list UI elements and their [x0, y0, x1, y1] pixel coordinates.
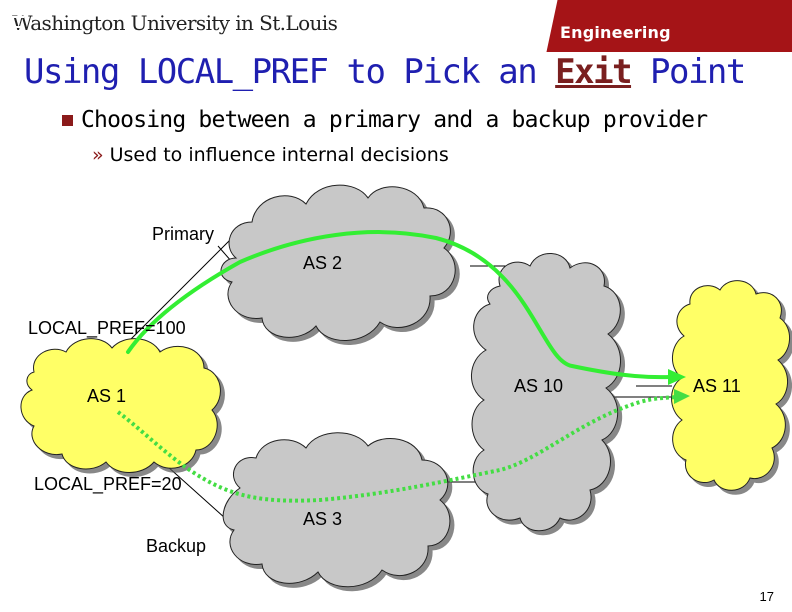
primary-label: Primary	[152, 224, 214, 244]
double-chevron-icon: »	[92, 144, 104, 166]
engineering-banner	[524, 0, 792, 52]
local-pref-20-label: LOCAL_PREF=20	[34, 474, 182, 494]
as2-label: AS 2	[303, 253, 343, 273]
as2-cloud	[220, 184, 456, 341]
backup-route-path	[116, 395, 677, 503]
local-pref-100-label: LOCAL_PREF=100	[28, 318, 186, 338]
sub-bullet: » Used to influence internal decisions	[92, 144, 449, 166]
title-end: Point	[631, 52, 746, 92]
as1-cloud	[20, 338, 221, 473]
page-number: 17	[759, 589, 774, 604]
university-name: Washington University in St.Louis	[12, 11, 338, 35]
backup-route-arrowhead	[674, 389, 690, 404]
as3-label: AS 3	[303, 509, 343, 529]
slide-title: Using LOCAL_PREF to Pick an Exit Point	[24, 52, 746, 92]
title-emphasis: Exit	[555, 52, 632, 92]
square-bullet-icon	[62, 114, 73, 126]
university-logo: Washington University in St.Louis	[8, 8, 338, 38]
as3-cloud	[222, 432, 451, 588]
header-banner: Washington University in St.Louis Engine…	[0, 0, 792, 52]
primary-route-path	[126, 230, 672, 380]
as11-cloud	[671, 280, 790, 491]
sub-bullet-text: Used to influence internal decisions	[109, 144, 449, 166]
as10-label: AS 10	[514, 376, 564, 396]
backup-label: Backup	[146, 536, 207, 556]
as10-cloud	[471, 253, 621, 532]
as1-as2-link	[119, 237, 233, 351]
title-start: Using LOCAL_PREF to Pick an	[24, 52, 556, 92]
main-bullet-text: Choosing between a primary and a backup …	[81, 107, 708, 133]
primary-route-arrowhead	[668, 369, 686, 385]
as11-label: AS 11	[693, 376, 741, 396]
as1-label: AS 1	[87, 386, 127, 406]
engineering-label: Engineering	[560, 23, 671, 42]
main-bullet: Choosing between a primary and a backup …	[62, 107, 708, 133]
